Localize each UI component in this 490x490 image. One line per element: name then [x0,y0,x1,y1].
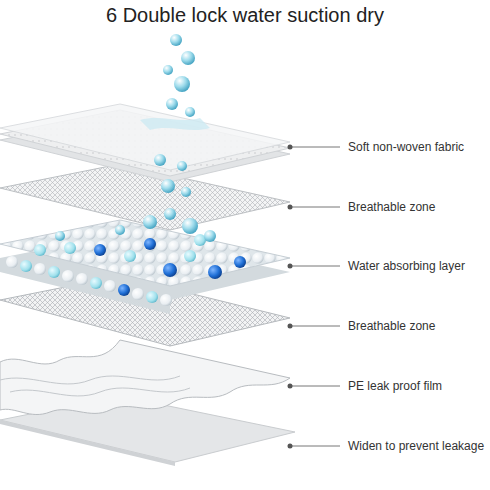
leader-dot [288,444,293,449]
bead [48,266,60,278]
leader-dot [288,264,293,269]
bead [34,263,46,275]
leader-line [290,266,340,267]
leader-dot [288,205,293,210]
bead [118,284,130,296]
bead-face [0,220,290,286]
bead [144,238,156,250]
pe-film [0,340,290,415]
bead [146,291,158,303]
bead [76,273,88,285]
drop [170,34,182,46]
bead [34,244,46,256]
drop [181,187,191,197]
bead [90,277,102,289]
bead [234,256,246,268]
bead [124,250,136,262]
leader-line [290,446,340,447]
fabric-sheet [0,104,290,182]
bead [184,250,196,262]
layer-label: Breathable zone [348,200,435,214]
drop [185,107,195,117]
drop [204,230,216,242]
leader-lines [288,145,341,449]
title: 6 Double lock water suction dry [106,4,384,27]
sheet-face [0,104,290,170]
drop [154,154,166,166]
drop [163,65,173,75]
drop [181,51,195,65]
leader-line [290,386,340,387]
water-drops [154,34,195,197]
drop [164,208,176,220]
film-wave [0,376,190,396]
bead [62,270,74,282]
drop [182,218,198,234]
drop [161,179,175,193]
sheet-edge [0,420,175,466]
layer-label: Breathable zone [348,319,435,333]
drop [166,98,178,110]
bead [64,242,76,254]
leader-line [290,326,340,327]
bead [6,256,18,268]
bead [163,263,177,277]
layer-label: Widen to prevent leakage [348,439,484,453]
bead-row [6,256,172,306]
bead [132,288,144,300]
drop [174,76,190,92]
leader-dot [288,145,293,150]
leader-line [290,147,340,148]
drop [115,225,125,235]
bead [104,280,116,292]
bead [160,294,172,306]
splash [140,118,210,130]
layer-label: Water absorbing layer [348,259,465,273]
leader-dot [288,384,293,389]
layer-label: Soft non-woven fabric [348,140,464,154]
drop [143,215,157,229]
absorbing-layer [0,220,290,314]
bead [208,265,222,279]
drop [55,231,65,241]
wet-beads [34,234,246,279]
leader-line [290,207,340,208]
film-shape [0,340,290,415]
bead [94,244,106,256]
water-drops [55,208,216,242]
leader-dot [288,324,293,329]
bead [20,260,32,272]
layer-label: PE leak proof film [348,379,442,393]
drop [177,161,187,171]
